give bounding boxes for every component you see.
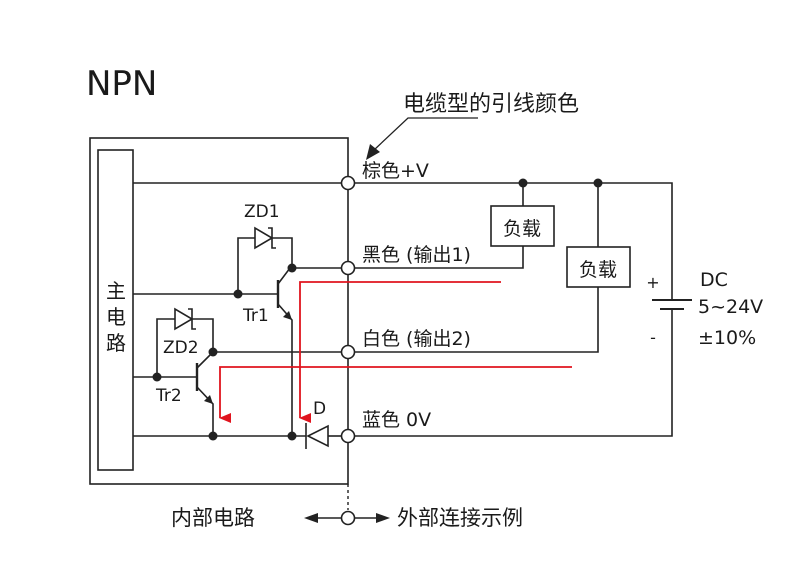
tr1-label: Tr1 — [242, 306, 269, 326]
terminal-brown — [340, 175, 356, 191]
diode-d-label: D — [313, 399, 326, 419]
supply-voltage: 5~24V — [698, 296, 763, 318]
current-path-output1 — [299, 281, 501, 423]
junction-tr1-base — [233, 289, 243, 299]
zd2-zener-diode — [174, 307, 196, 331]
current-path-output2 — [219, 366, 572, 423]
terminal-white-label: 白色 (输出2) — [362, 328, 471, 350]
diode-d — [305, 423, 341, 449]
supply-minus-sign: - — [650, 328, 656, 347]
main-circuit-box — [97, 149, 134, 471]
wire-supply-negative — [355, 309, 673, 437]
boundary-arrow-right — [376, 513, 390, 523]
tr2-emitter-arrow — [204, 395, 213, 404]
load1-label: 负载 — [503, 218, 541, 240]
terminal-brown-label: 棕色+V — [362, 160, 429, 182]
svg-text:路: 路 — [106, 331, 126, 355]
wire-load1-to-output1 — [355, 246, 524, 269]
load2-label: 负载 — [579, 259, 617, 281]
main-circuit-label: 主 电 路 — [106, 279, 126, 355]
zd2-label: ZD2 — [163, 338, 199, 358]
terminal-white — [340, 344, 356, 360]
diagram-title: NPN — [86, 64, 157, 104]
wire-external-plus-v — [355, 182, 673, 300]
zd1-label: ZD1 — [244, 202, 280, 222]
supply-type: DC — [700, 269, 728, 291]
svg-text:主: 主 — [106, 279, 126, 303]
boundary-terminal — [340, 510, 356, 526]
wire-tr2-collector — [196, 351, 341, 369]
terminal-black-label: 黑色 (输出1) — [362, 244, 471, 266]
svg-text:电: 电 — [106, 305, 126, 329]
junction-tr1-emitter — [287, 431, 297, 441]
terminal-blue-label: 蓝色 0V — [362, 409, 431, 431]
supply-plus-sign: + — [646, 273, 659, 292]
note-pointer-line — [373, 117, 478, 151]
tr1-emitter — [277, 303, 293, 436]
note-pointer-arrowhead — [366, 144, 380, 160]
tr2-label: Tr2 — [155, 386, 182, 406]
internal-circuit-box — [89, 137, 349, 485]
cable-color-note: 电缆型的引线颜色 — [403, 92, 579, 117]
wire-load2-to-output2 — [355, 287, 599, 353]
tr1-emitter-arrow — [283, 311, 292, 320]
wire-zd1-loop — [237, 237, 293, 294]
tr2-emitter — [196, 386, 214, 436]
terminal-black — [340, 260, 356, 276]
supply-tolerance: ±10% — [698, 327, 756, 349]
terminal-blue — [340, 428, 356, 444]
boundary-arrow-left — [304, 513, 318, 523]
internal-circuit-label: 内部电路 — [171, 506, 255, 530]
zd1-zener-diode — [254, 226, 276, 250]
junction-tr2-base — [152, 372, 162, 382]
external-example-label: 外部连接示例 — [397, 506, 523, 530]
junction-tr2-emitter — [208, 431, 218, 441]
